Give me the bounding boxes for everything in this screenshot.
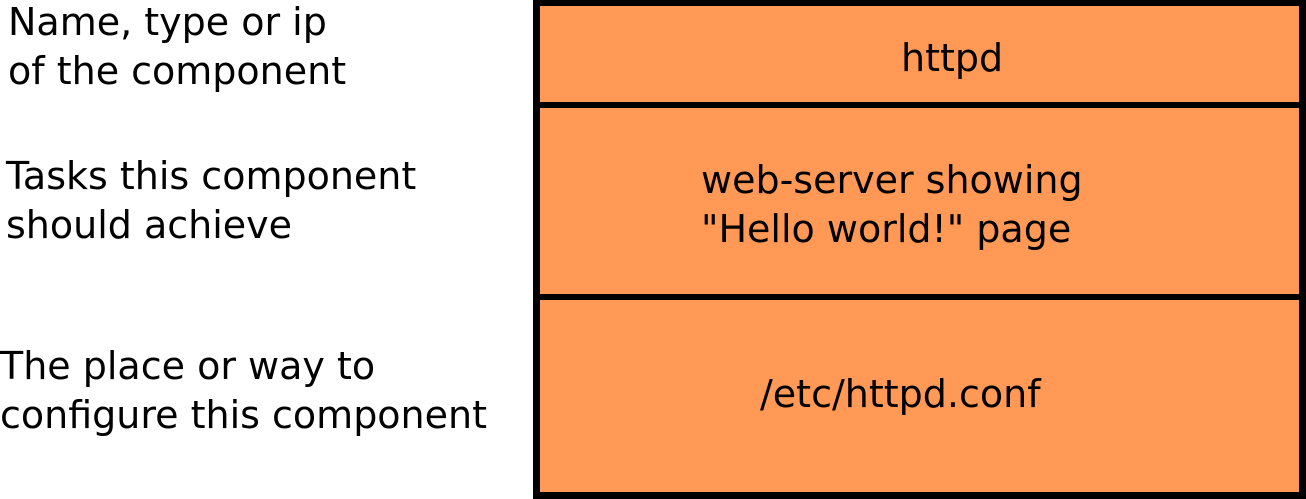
legend-config-label: The place or way to configure this compo…: [0, 342, 487, 440]
component-name: httpd: [901, 36, 1004, 80]
legend-name-line-1: Name, type or ip: [8, 0, 327, 44]
legend-tasks-line-1: Tasks this component: [6, 154, 417, 198]
legend-config-line-1: The place or way to: [0, 344, 376, 388]
legend-name-line-2: of the component: [8, 49, 347, 93]
legend-tasks-line-2: should achieve: [6, 203, 293, 247]
component-name-section: httpd: [540, 6, 1299, 102]
component-tasks-line-2: "Hello world!" page: [701, 207, 1072, 251]
component-tasks: web-server showing "Hello world!" page: [701, 156, 1083, 254]
component-config: /etc/httpd.conf: [760, 372, 1041, 416]
component-config-section: /etc/httpd.conf: [540, 306, 1299, 492]
legend-name-label: Name, type or ip of the component: [8, 0, 346, 96]
component-tasks-line-1: web-server showing: [701, 158, 1083, 202]
legend-config-line-2: configure this component: [0, 393, 488, 437]
component-tasks-section: web-server showing "Hello world!" page: [540, 102, 1299, 300]
legend-tasks-label: Tasks this component should achieve: [6, 152, 416, 250]
component-box: httpd web-server showing "Hello world!" …: [533, 0, 1306, 499]
